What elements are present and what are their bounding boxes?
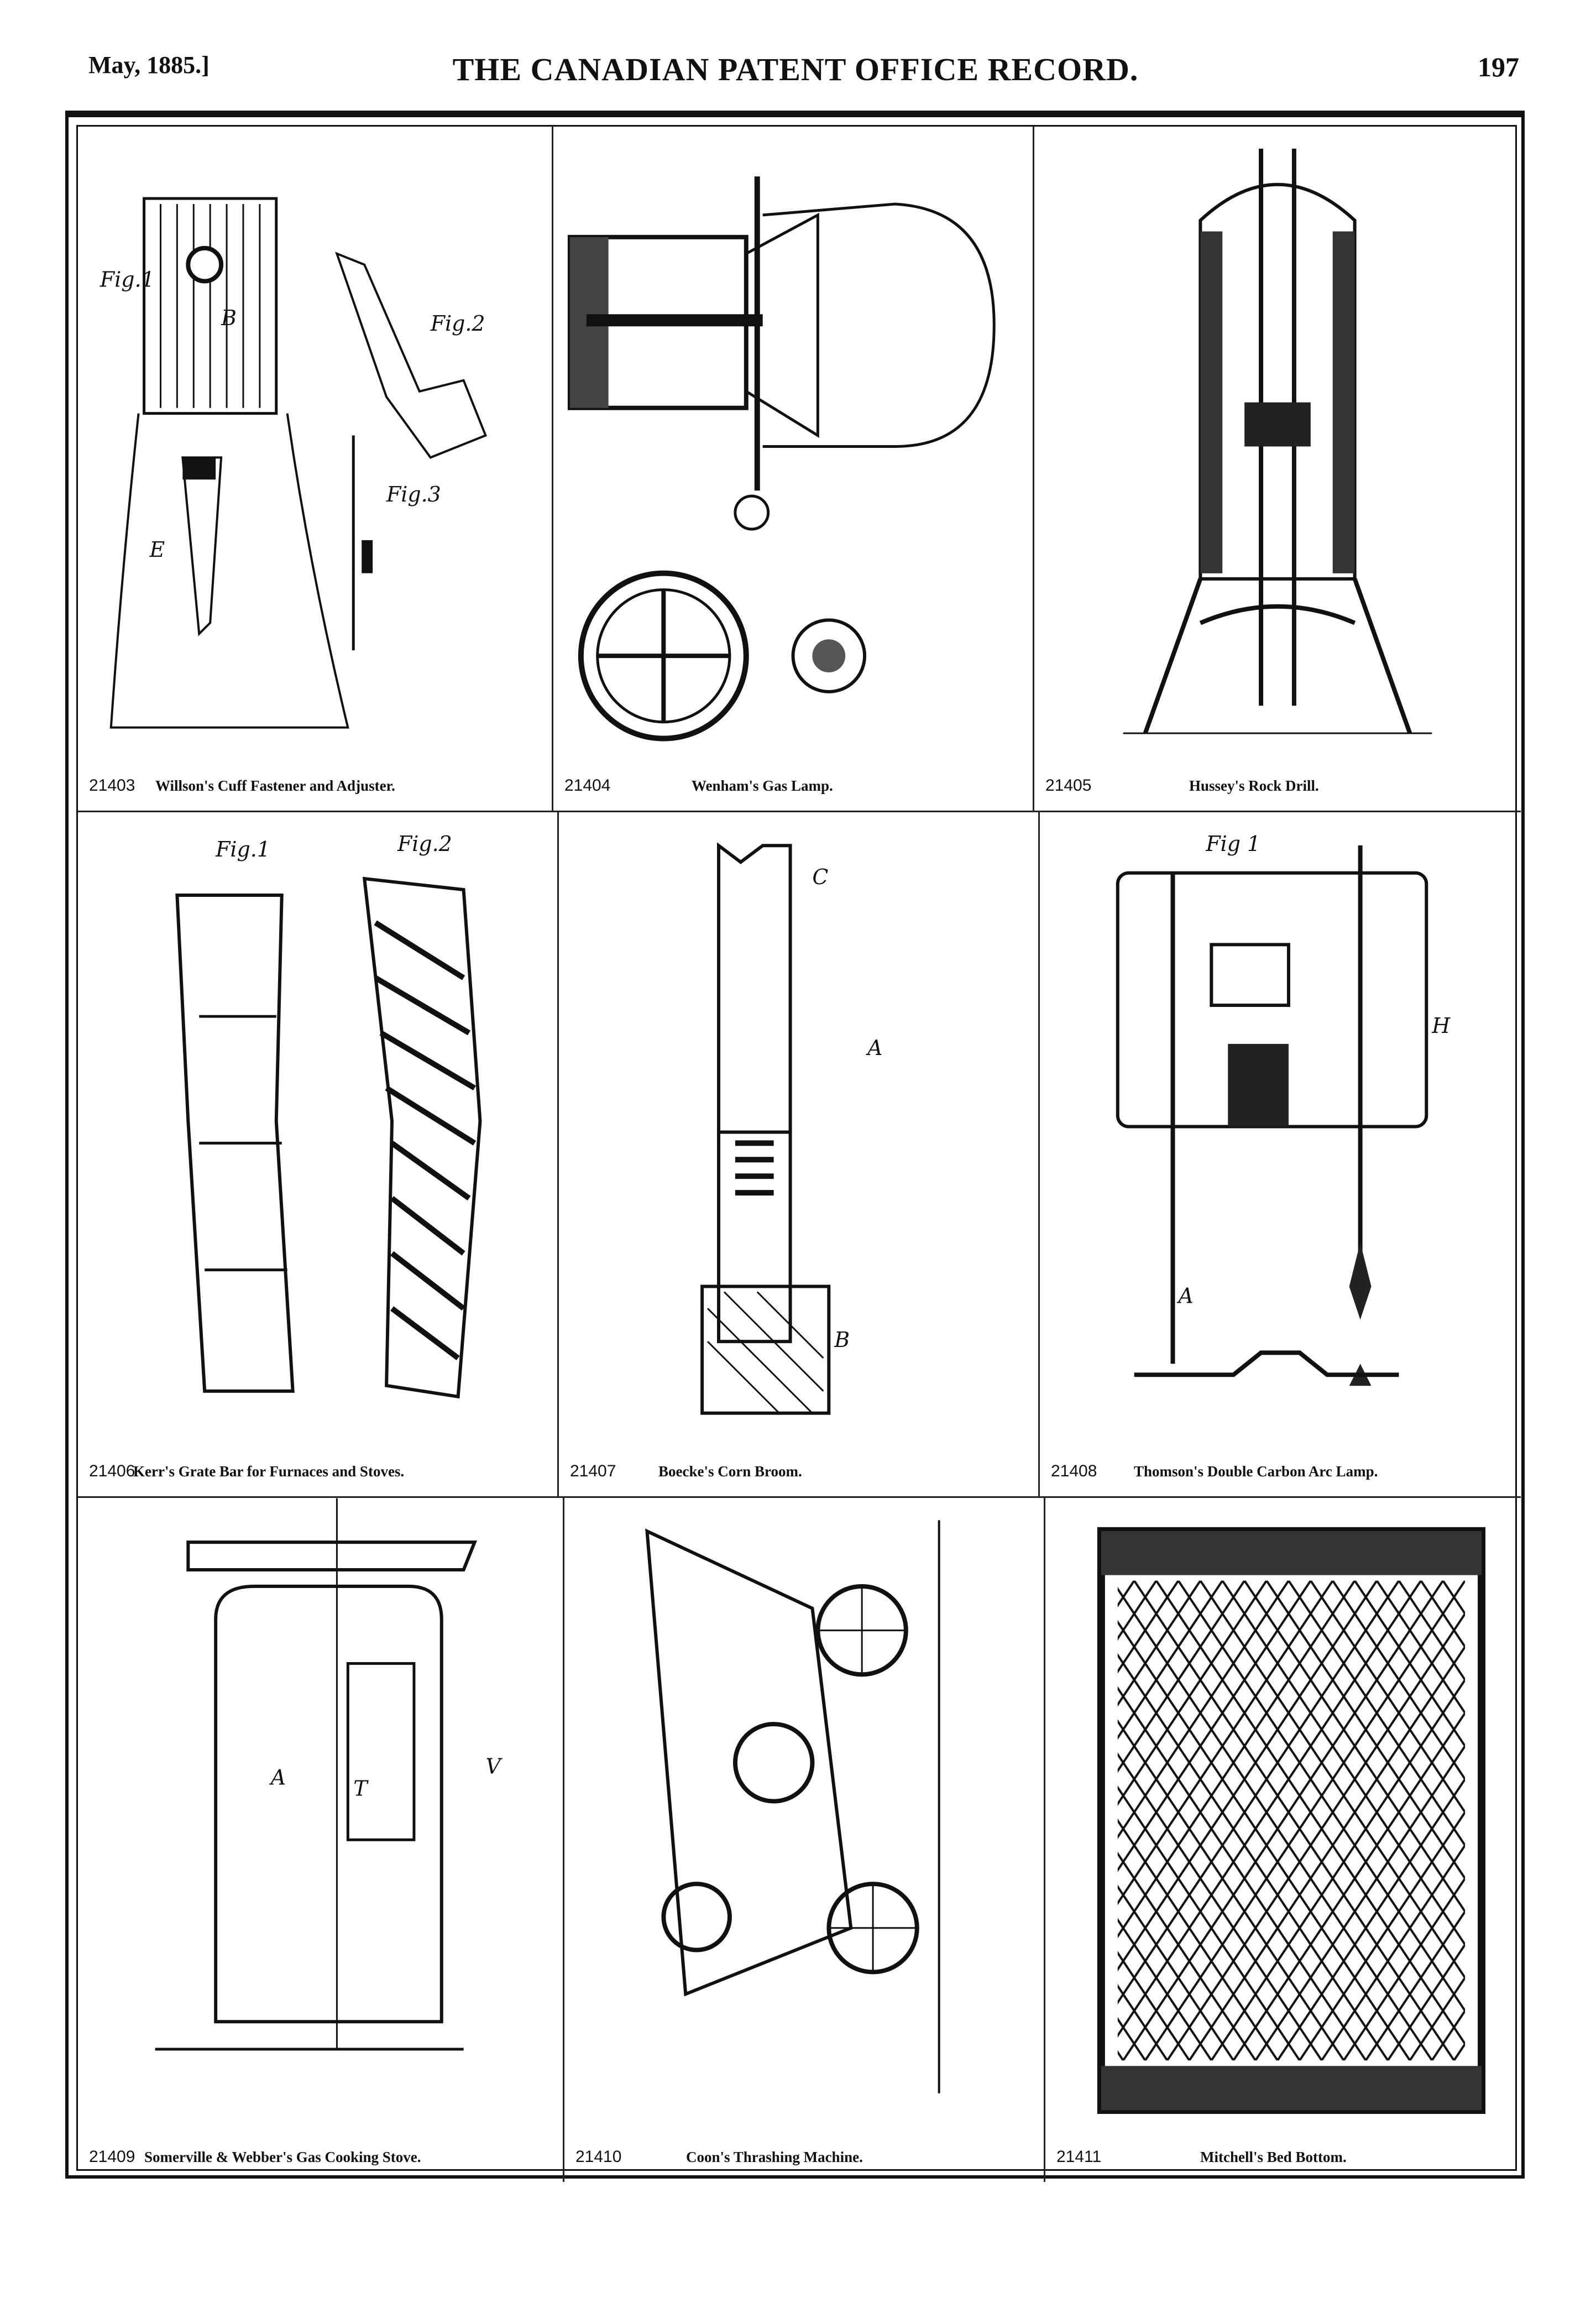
patent-caption: 21405 Hussey's Rock Drill. xyxy=(1045,776,1515,795)
patent-caption: 21411 Mitchell's Bed Bottom. xyxy=(1056,2148,1515,2166)
figure-label: C xyxy=(812,865,828,889)
patent-title: Thomson's Double Carbon Arc Lamp. xyxy=(1134,1463,1378,1480)
figure-label: Fig 1 xyxy=(1205,832,1260,856)
patent-cell-21407: C A B 21407 Boecke's Corn Broom. xyxy=(559,812,1040,1498)
figure-label: E xyxy=(149,537,165,562)
gas-lamp-drawing xyxy=(567,176,996,741)
figure-label: Fig.1 xyxy=(215,837,270,861)
figure-label: Fig.2 xyxy=(397,832,452,856)
patent-title: Wenham's Gas Lamp. xyxy=(692,777,833,794)
bed-bottom-drawing xyxy=(1097,1527,1486,2114)
rock-drill-drawing xyxy=(1123,148,1432,734)
patent-number: 21410 xyxy=(575,2148,622,2166)
figure-label: A xyxy=(866,1036,882,1060)
patent-caption: 21403 Willson's Cuff Fastener and Adjuste… xyxy=(89,776,546,795)
patent-caption: 21404 Wenham's Gas Lamp. xyxy=(564,776,1027,795)
patent-title: Somerville & Webber's Gas Cooking Stove. xyxy=(144,2149,421,2165)
figure-label: A xyxy=(269,1766,286,1790)
patent-number: 21411 xyxy=(1056,2148,1102,2166)
patent-caption: 21409 Somerville & Webber's Gas Cooking S… xyxy=(89,2148,557,2166)
patent-grid: Fig.1 Fig.2 Fig.3 B E 21403 Willson's Cuf… xyxy=(76,125,1521,2182)
patent-title: Willson's Cuff Fastener and Adjuster. xyxy=(155,777,395,794)
patent-cell-21410: 21410 Coon's Thrashing Machine. xyxy=(564,1498,1045,2182)
cooking-stove-drawing: A T V xyxy=(155,1498,503,2051)
patent-caption: 21407 Boecke's Corn Broom. xyxy=(570,1462,1033,1481)
patent-caption: 21408 Thomson's Double Carbon Arc Lamp. xyxy=(1051,1462,1515,1481)
thrashing-machine-drawing xyxy=(645,1520,940,2093)
figure-label: V xyxy=(485,1754,503,1779)
patent-caption: 21406Kerr's Grate Bar for Furnaces and S… xyxy=(89,1462,552,1481)
figure-label: H xyxy=(1431,1014,1451,1038)
publication-title: THE CANADIAN PATENT OFFICE RECORD. xyxy=(452,51,1139,87)
patent-number: 21407 xyxy=(570,1462,616,1480)
figure-label: Fig.2 xyxy=(430,311,485,336)
patent-title: Hussey's Rock Drill. xyxy=(1189,777,1319,794)
patent-title: Boecke's Corn Broom. xyxy=(658,1463,802,1480)
patent-number: 21409 xyxy=(89,2148,135,2166)
patent-number: 21406 xyxy=(89,1462,135,1480)
corn-broom-drawing: C A B xyxy=(700,842,882,1415)
patent-cell-21411: 21411 Mitchell's Bed Bottom. xyxy=(1045,1498,1521,2182)
patent-number: 21408 xyxy=(1051,1462,1097,1480)
figure-label: Fig.1 xyxy=(100,267,155,291)
patent-number: 21404 xyxy=(564,776,611,795)
grate-bar-drawing: Fig.1 Fig.2 xyxy=(175,832,482,1399)
cuff-fastener-drawing: Fig.1 Fig.2 Fig.3 B E xyxy=(100,197,488,729)
patent-drawings-frame: Fig.1 Fig.2 Fig.3 B E 21403 Willson's Cuf… xyxy=(65,111,1525,2182)
patent-cell-21403: Fig.1 Fig.2 Fig.3 B E 21403 Willson's Cuf… xyxy=(78,127,553,812)
patent-number: 21403 xyxy=(89,776,135,795)
patent-title: Kerr's Grate Bar for Furnaces and Stoves… xyxy=(133,1463,405,1480)
figure-label: B xyxy=(221,306,237,330)
figure-label: A xyxy=(1176,1284,1193,1308)
patent-cell-21404: 21404 Wenham's Gas Lamp. xyxy=(553,127,1034,812)
page-number: 197 xyxy=(1478,51,1519,82)
patent-cell-21406: Fig.1 Fig.2 21406Kerr's Grate Bar for Fu… xyxy=(78,812,559,1498)
figure-label: B xyxy=(834,1328,850,1352)
arc-lamp-drawing: Fig 1 H A xyxy=(1116,832,1451,1386)
patent-caption: 21410 Coon's Thrashing Machine. xyxy=(575,2148,1038,2166)
page-header-date: May, 1885.] xyxy=(88,51,210,79)
patent-title: Coon's Thrashing Machine. xyxy=(686,2149,863,2165)
patent-title: Mitchell's Bed Bottom. xyxy=(1200,2149,1347,2165)
patent-cell-21409: A T V 21409 Somerville & Webber's Gas Coo… xyxy=(78,1498,564,2182)
patent-number: 21405 xyxy=(1045,776,1092,795)
patent-cell-21408: Fig 1 H A 21408 Thomson's Double Carbon A… xyxy=(1040,812,1521,1498)
figure-label: Fig.3 xyxy=(386,482,441,506)
figure-label: T xyxy=(353,1777,369,1801)
patent-cell-21405: 21405 Hussey's Rock Drill. xyxy=(1034,127,1521,812)
